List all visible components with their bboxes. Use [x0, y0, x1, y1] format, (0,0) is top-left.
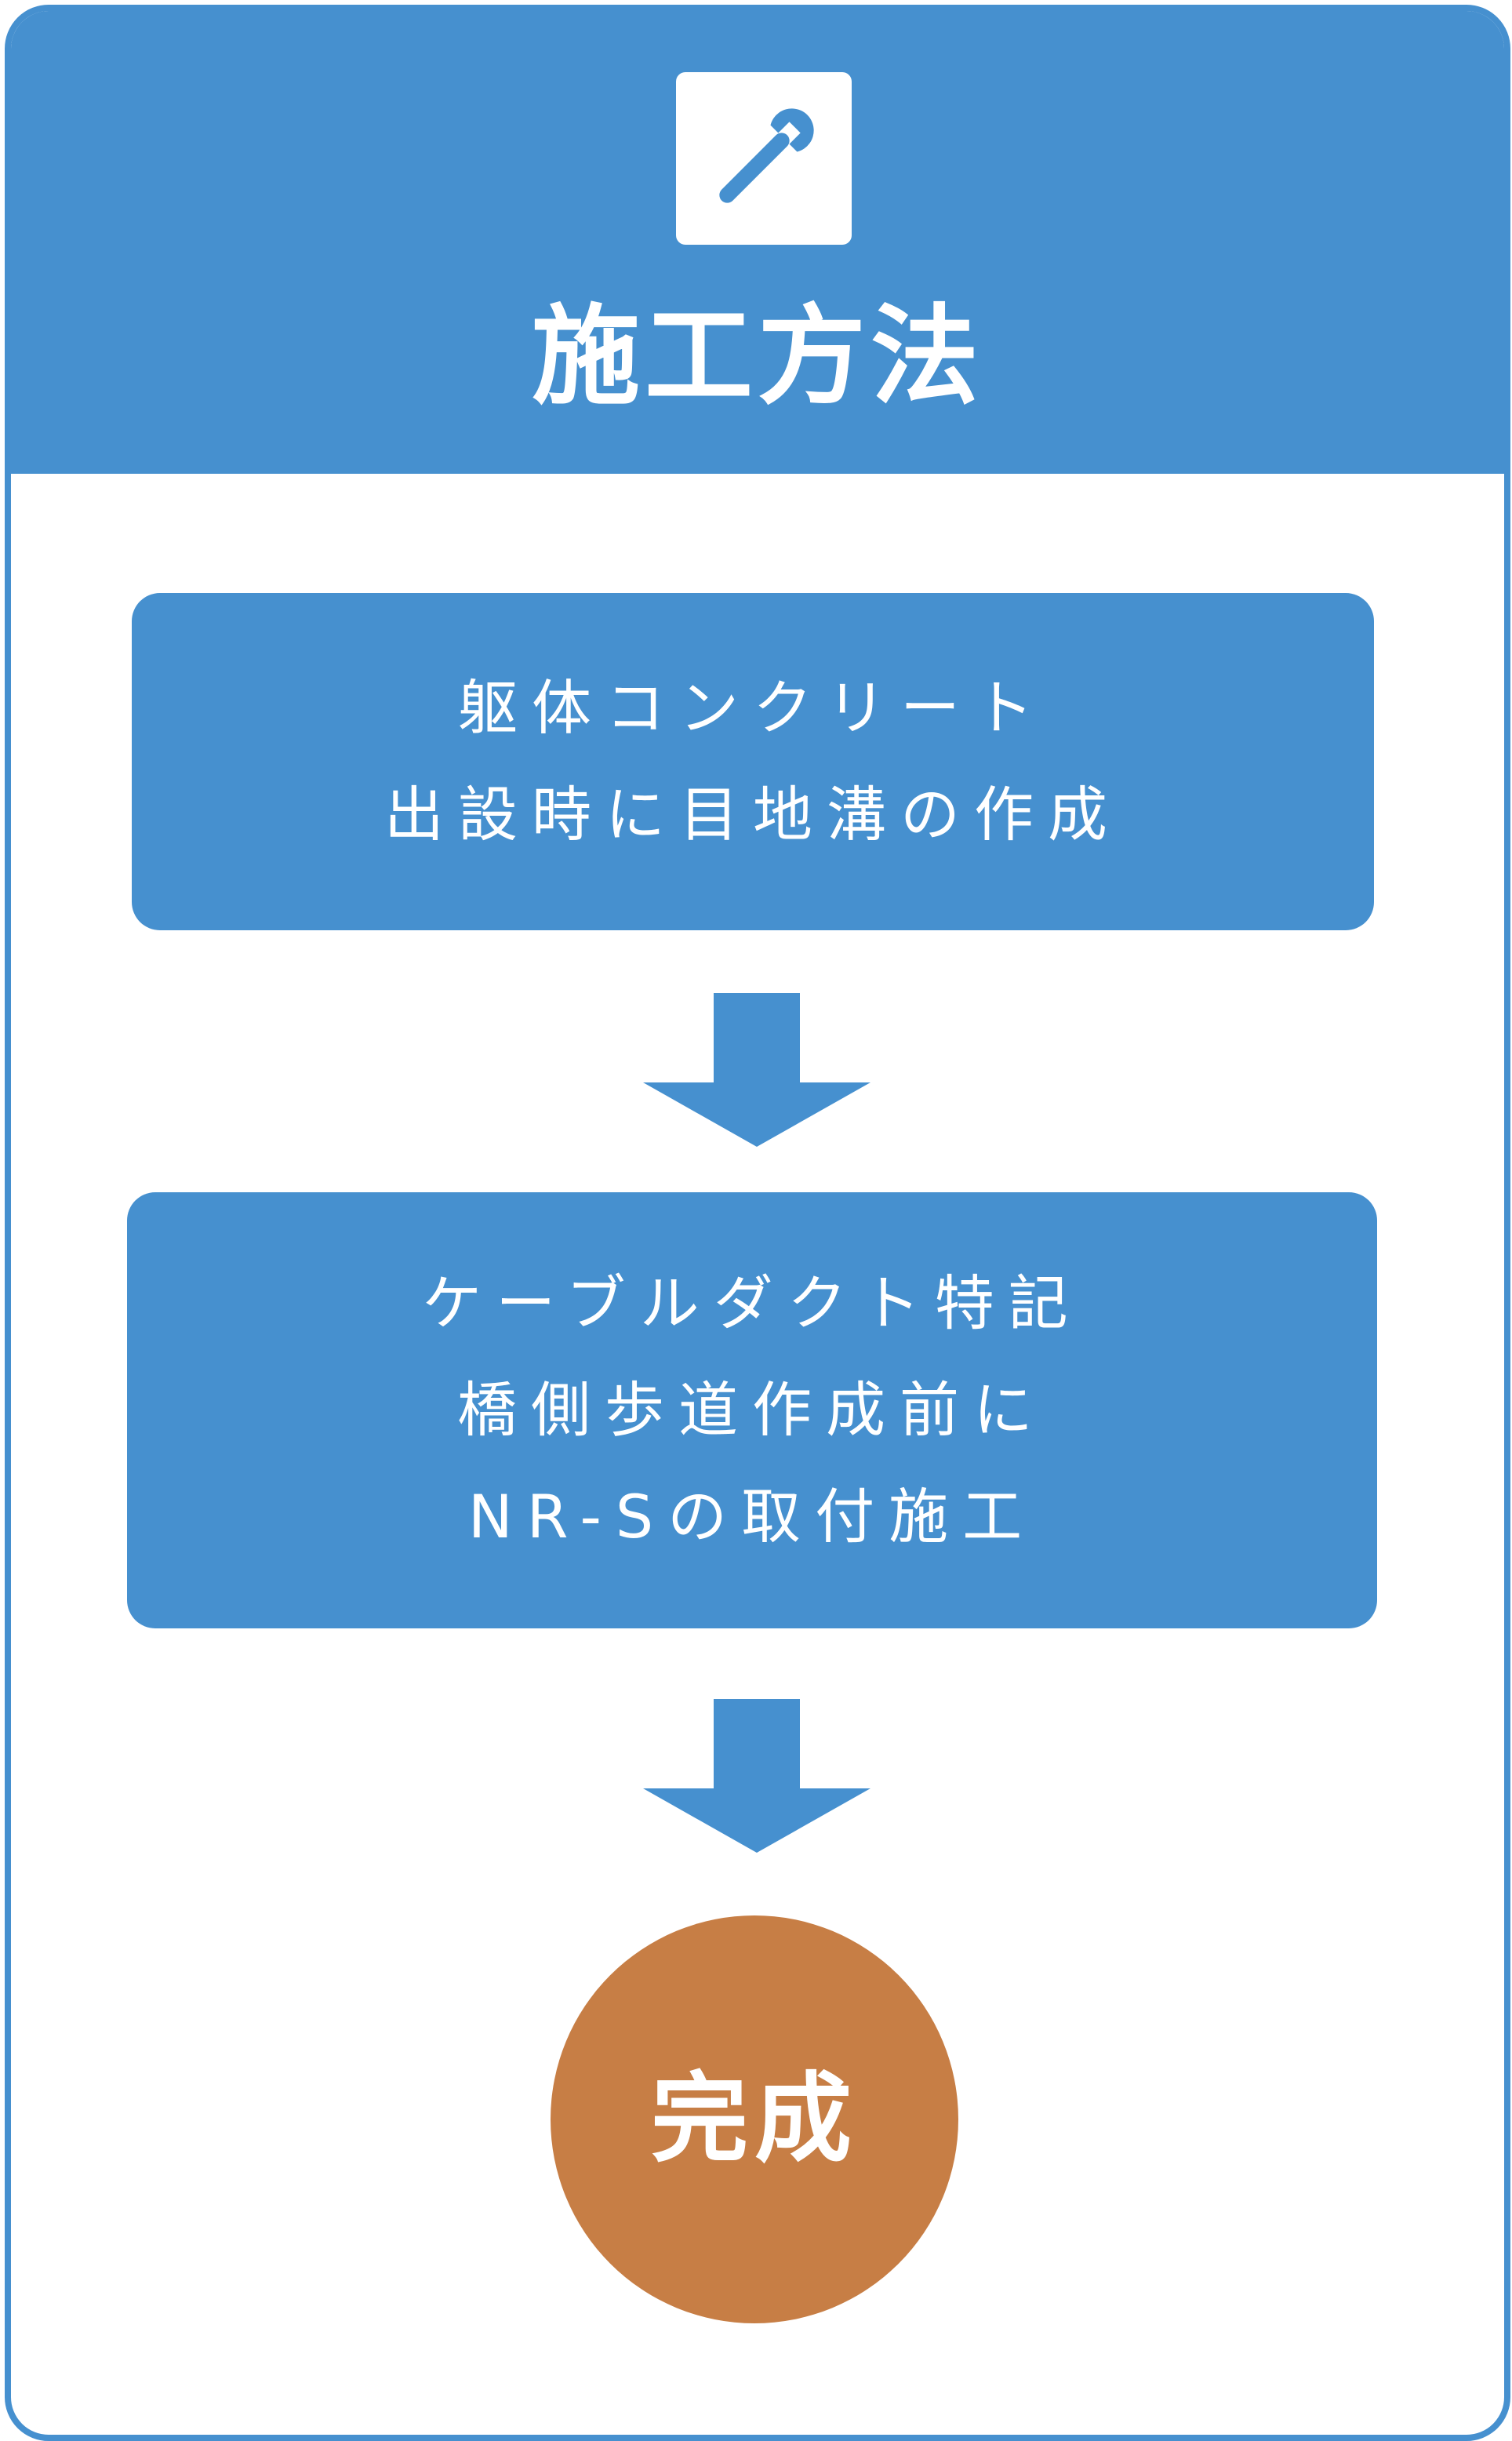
card-header: 施工方法 [11, 11, 1504, 474]
step-2-line-2: 橋側歩道作成前に [457, 1375, 1047, 1445]
complete-label: 完成 [650, 2063, 858, 2176]
complete-circle: 完成 [551, 1915, 958, 2323]
step-2-line-1: ケーブルダクト特記 [422, 1268, 1082, 1338]
step-box-1: 躯体コンクリート 出設時に目地溝の作成 [132, 593, 1374, 930]
step-1-line-2: 出設時に目地溝の作成 [384, 780, 1121, 849]
step-box-2: ケーブルダクト特記 橋側歩道作成前に NR-Sの取付施工 [127, 1192, 1377, 1628]
wrench-icon [676, 72, 852, 245]
page-title: 施工方法 [531, 292, 983, 420]
down-arrow-icon [643, 993, 870, 1147]
construction-method-card: 施工方法 躯体コンクリート 出設時に目地溝の作成 ケーブルダクト特記 橋側歩道作… [5, 5, 1510, 2441]
step-1-line-1: 躯体コンクリート [458, 673, 1048, 743]
step-2-line-3: NR-Sの取付施工 [467, 1482, 1037, 1552]
down-arrow-icon [643, 1699, 870, 1853]
